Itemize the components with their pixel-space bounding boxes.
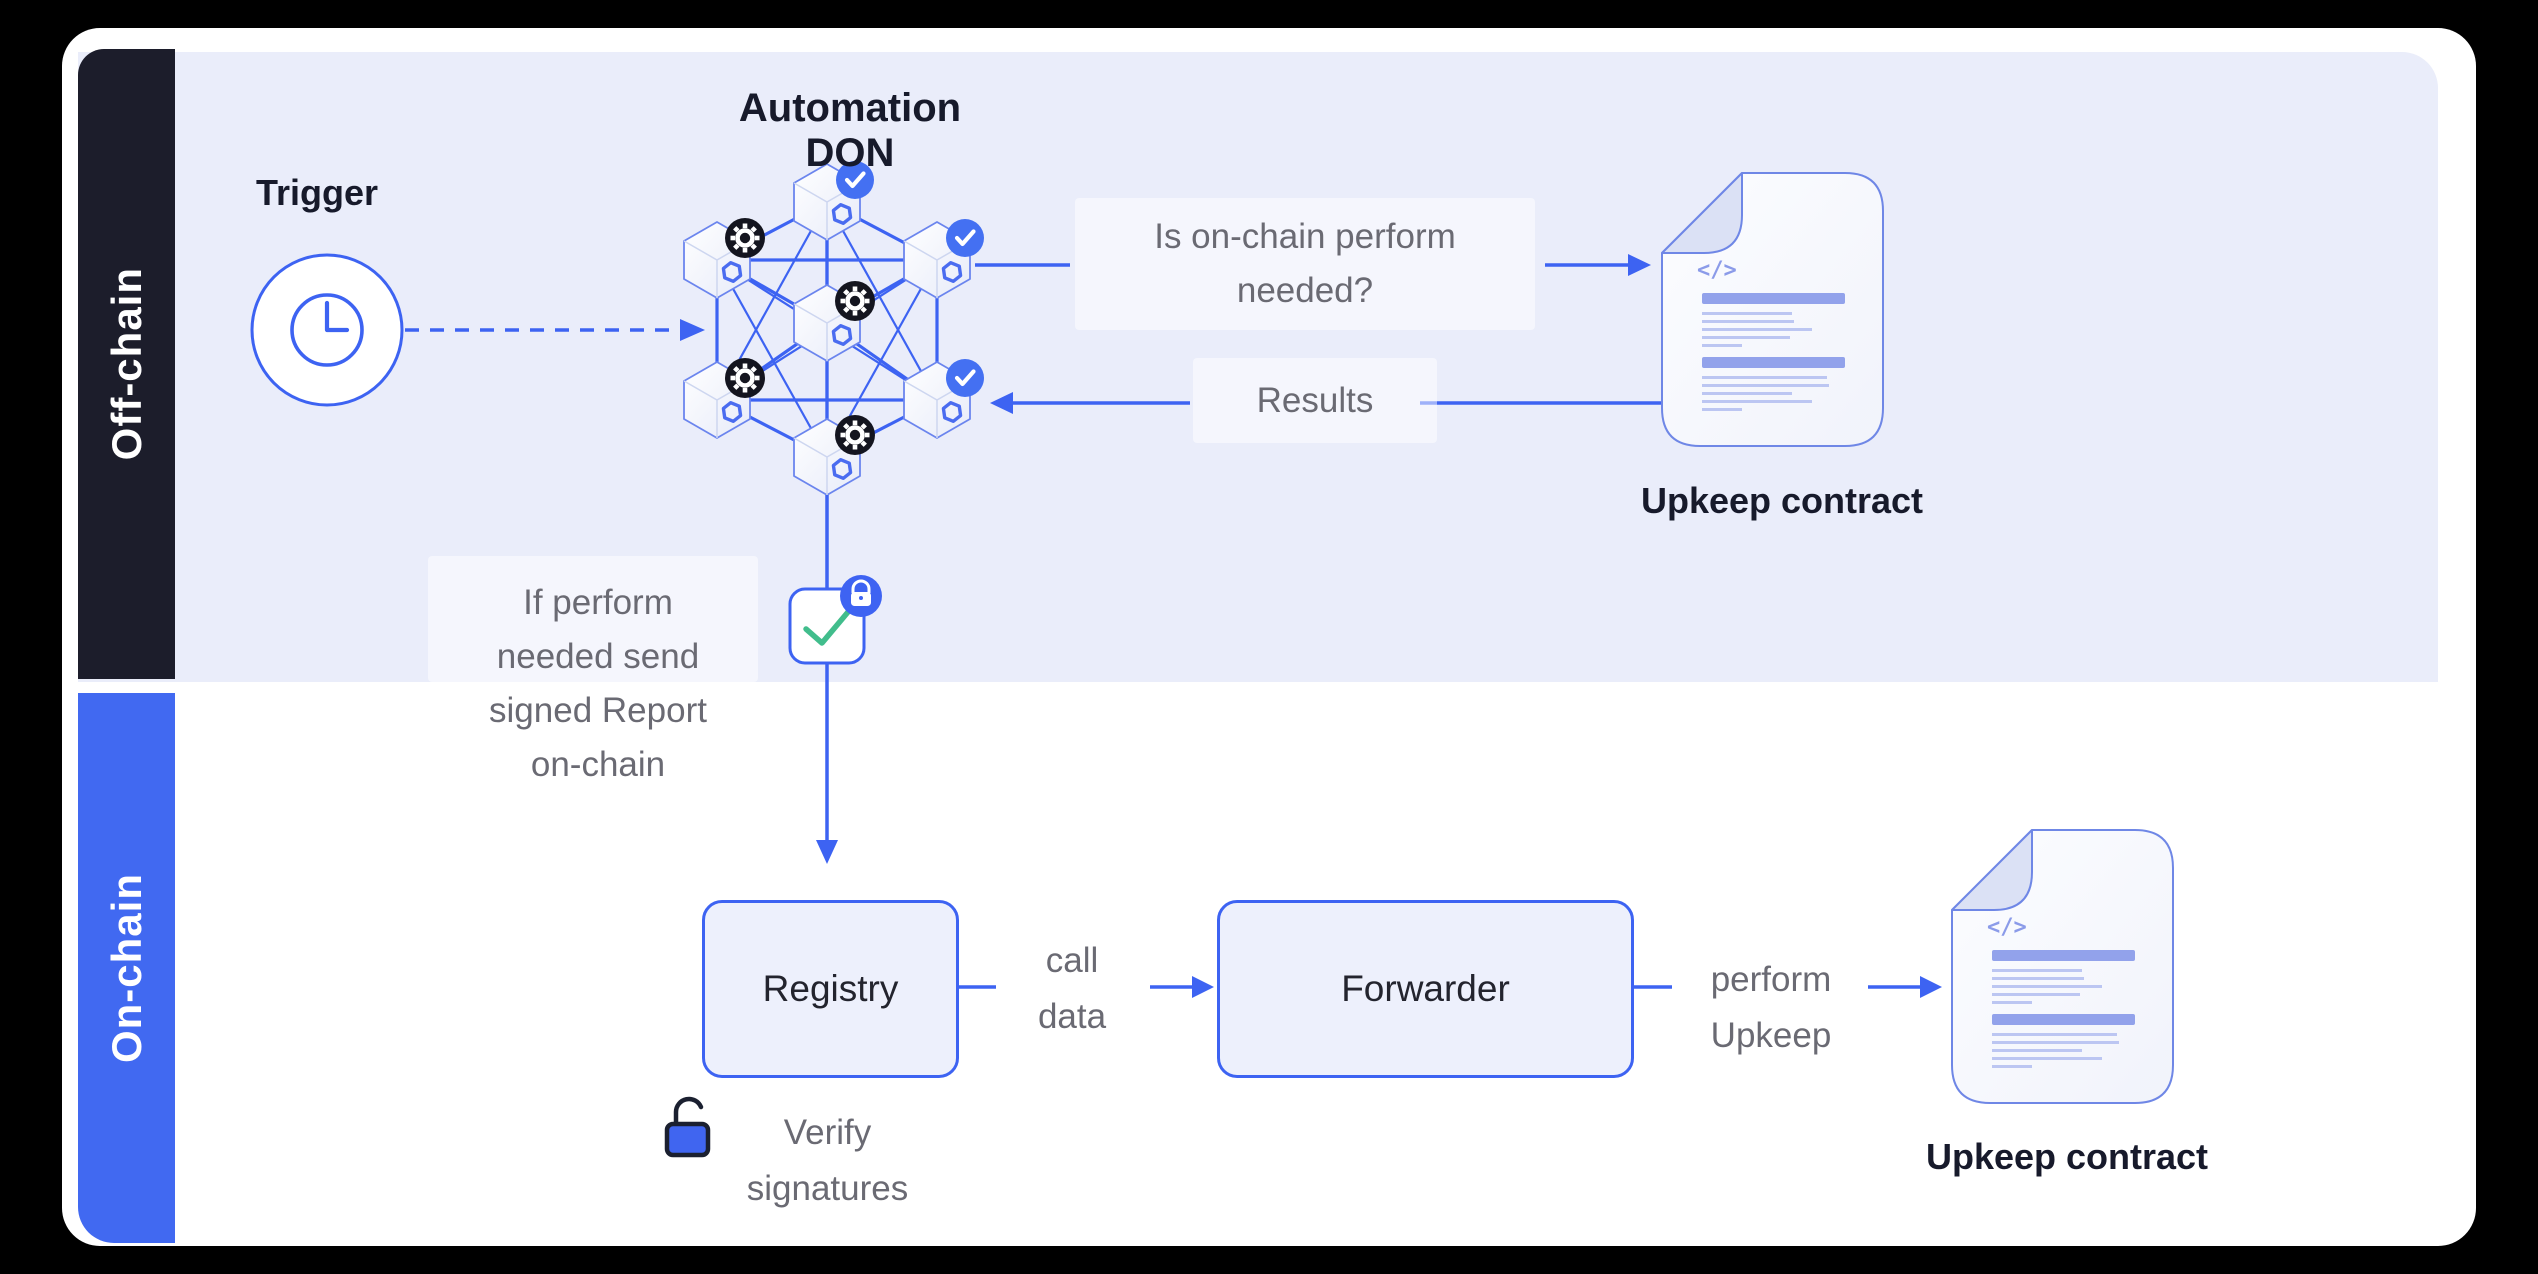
don-title: Automation DON <box>738 86 962 175</box>
upkeep-results-arrow <box>990 392 1662 414</box>
report-note-bg <box>428 556 758 682</box>
report-note-line-3: signed Report <box>489 691 707 730</box>
forwarder-label: Forwarder <box>1341 968 1510 1009</box>
question-line-2: needed? <box>1236 271 1374 310</box>
upkeep-contract-label-bottom: Upkeep contract <box>1925 1136 2209 1177</box>
question-note: Is on-chain perform needed? <box>1075 198 1535 330</box>
verify-signatures-label: Verify signatures <box>700 1105 955 1217</box>
report-note-line-2: needed send <box>496 637 700 676</box>
forwarder-box: Forwarder <box>1217 900 1634 1078</box>
offchain-band: Off-chain <box>78 49 175 679</box>
verify-line-1: Verify <box>783 1113 872 1152</box>
verify-line-2: signatures <box>746 1169 909 1208</box>
perform-upkeep-line-2: Upkeep <box>1710 1016 1832 1055</box>
call-data-label: call data <box>1007 933 1137 1045</box>
question-line-1: Is on-chain perform <box>1154 217 1456 256</box>
onchain-band: On-chain <box>78 693 175 1243</box>
registry-label: Registry <box>762 968 899 1009</box>
code-glyph-bottom: </> <box>1987 915 2027 940</box>
report-note-line-4: on-chain <box>530 745 666 784</box>
report-note-line-1: If perform <box>523 583 673 622</box>
don-nodes <box>682 162 972 497</box>
don-to-registry-arrow <box>816 495 838 864</box>
upkeep-contract-label-top: Upkeep contract <box>1640 480 1924 521</box>
perform-upkeep-line-1: perform <box>1710 960 1832 999</box>
lock-icon <box>840 575 882 617</box>
results-label: Results <box>1256 380 1374 420</box>
code-glyph-top: </> <box>1697 258 1737 283</box>
upkeep-contract-document-bottom <box>1951 829 2174 1104</box>
upkeep-contract-document-top <box>1661 172 1884 447</box>
registry-forwarder-arrows <box>953 976 1942 998</box>
perform-upkeep-label: perform Upkeep <box>1688 952 1854 1064</box>
report-note: If perform needed send signed Report on-… <box>428 576 768 792</box>
results-label-block: Results <box>1193 358 1437 443</box>
unlock-icon <box>664 1096 711 1158</box>
registry-box: Registry <box>702 900 959 1078</box>
trigger-label: Trigger <box>255 172 379 213</box>
trigger-to-don-arrow <box>405 319 705 341</box>
call-data-line-2: data <box>1037 997 1107 1036</box>
don-to-upkeep-arrow <box>975 254 1651 276</box>
call-data-line-1: call <box>1045 941 1099 980</box>
clock-icon <box>250 253 404 407</box>
